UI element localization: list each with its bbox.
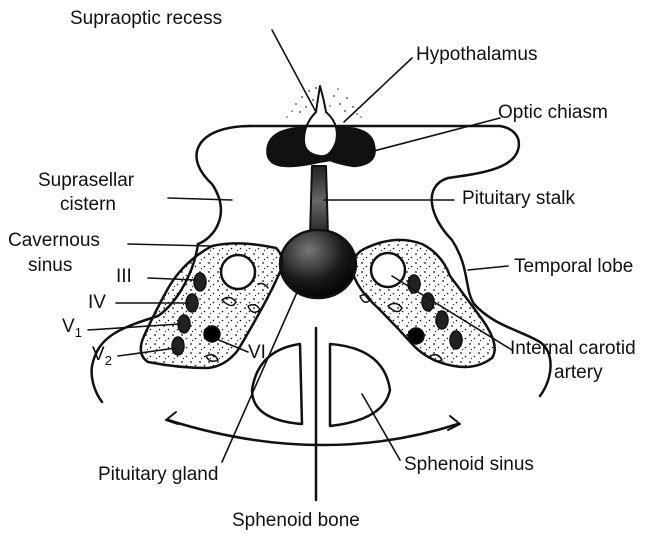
nerve-v1-subscript: 1 [75,325,82,340]
nerve-v1-main: V [62,316,75,337]
label-nerve-iii: III [116,266,132,288]
label-hypothalamus: Hypothalamus [416,44,537,66]
label-cavernous-line2: sinus [28,255,72,277]
label-pituitary-gland: Pituitary gland [98,464,218,486]
label-sphenoid-bone: Sphenoid bone [232,510,360,532]
nerve-v2-subscript: 2 [105,353,112,368]
leader-temporal [468,266,508,270]
right-arrowhead [448,416,460,430]
label-supraoptic-recess: Supraoptic recess [70,8,222,30]
sphenoid-base-curve [168,420,458,445]
label-nerve-v1: V1 [62,316,82,339]
leader-supraoptic [272,30,316,112]
label-nerve-vi: VI [248,342,266,364]
right-nerve-vi [408,328,424,344]
left-carotid-artery [221,255,255,289]
nerve-v2-main: V [92,344,105,365]
left-nerve-iii [194,273,206,291]
left-lobe-outline [197,126,250,244]
label-nerve-iv: IV [88,292,106,314]
pituitary-gland-shape [280,230,356,298]
supraoptic-recess-shape [304,86,337,156]
right-carotid-artery [371,253,405,287]
label-internal-carotid-line2: artery [554,362,603,384]
label-optic-chiasm: Optic chiasm [498,102,608,124]
leader-suprasellar [168,198,232,200]
label-pituitary-stalk: Pituitary stalk [462,188,575,210]
leader-optic-chiasm [370,118,500,152]
label-temporal-lobe: Temporal lobe [514,256,633,278]
label-internal-carotid-line1: Internal carotid [510,338,636,360]
left-nerve-v2 [172,337,184,355]
right-nerve-v1 [436,311,448,329]
label-suprasellar-line1: Suprasellar [38,170,134,192]
right-nerve-v2 [450,331,462,349]
pituitary-stalk-shape [310,166,328,236]
leader-sphenoid-sinus [362,394,400,460]
label-sphenoid-sinus: Sphenoid sinus [404,454,534,476]
leader-hypothalamus [344,58,412,122]
label-nerve-v2: V2 [92,344,112,367]
label-cavernous-line1: Cavernous [8,230,100,252]
right-sphenoid-sinus [330,344,390,426]
label-suprasellar-line2: cistern [60,194,116,216]
